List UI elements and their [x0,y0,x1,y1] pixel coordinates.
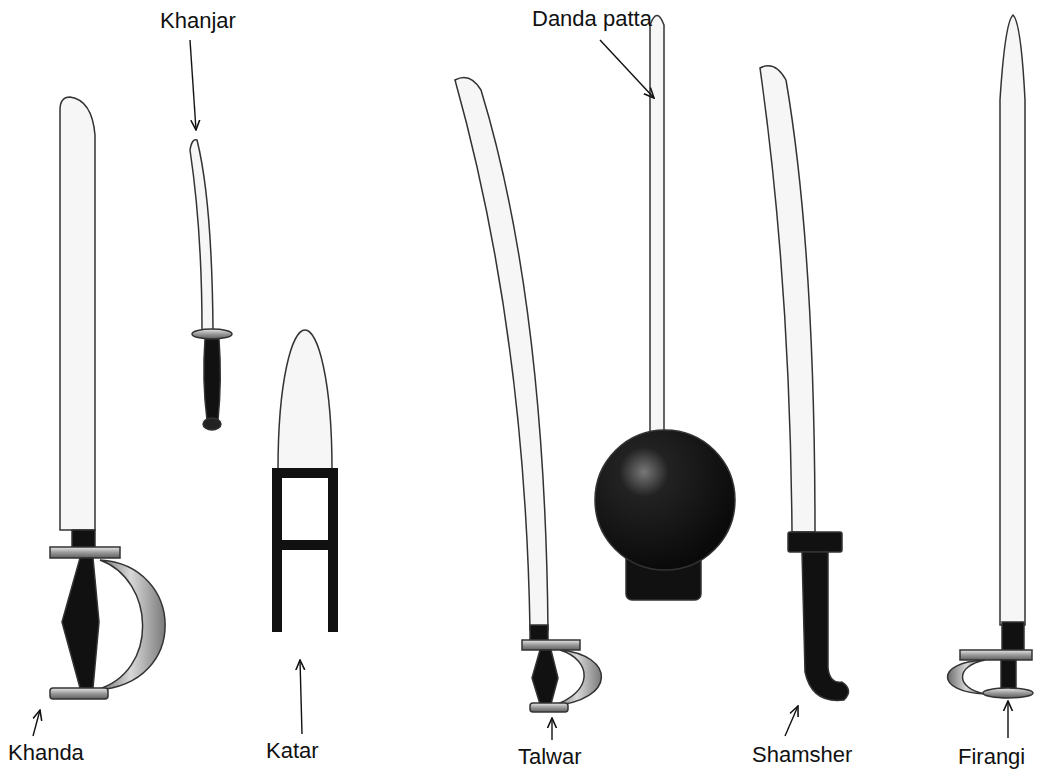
danda-patta-gauntlet [595,430,735,570]
talwar-blade [455,78,548,630]
khanda-blade [60,97,95,530]
sword-label: Talwar [518,744,582,770]
talwar-knuckle-guard [552,650,601,706]
talwar-guard [522,640,580,650]
leader-arrow [300,660,302,734]
leader-arrow [1007,701,1008,738]
khanjar-guard [192,329,232,339]
leader-arrow [600,40,654,98]
katar-bar [272,540,338,550]
shamsher-guard [788,532,842,552]
firangi-blade [1000,15,1025,625]
khanjar-pommel [203,418,221,430]
katar-blade [278,330,332,470]
sword-label: Danda patta [532,6,652,32]
khanda-knuckle-guard [96,560,165,690]
firangi-ricasso [1002,622,1024,650]
talwar-grip [532,650,558,704]
firangi-pommel [983,688,1033,698]
talwar-pommel [530,703,568,712]
khanda-pommel [50,688,108,699]
leader-arrow [190,40,196,130]
leader-arrows [33,40,1008,740]
sword-label: Katar [266,738,319,764]
leader-arrow [33,710,40,736]
talwar-ricasso [530,625,548,640]
shamsher-grip [802,552,849,700]
sword-label: Shamsher [752,742,852,768]
leader-arrow [551,718,552,740]
blades [50,15,1033,712]
leader-arrow [785,706,798,736]
danda-patta-blade [650,16,664,433]
sword-label: Khanjar [160,8,236,34]
firangi-guard [960,650,1032,660]
khanjar-grip [204,339,220,420]
sword-label: Firangi [958,744,1025,770]
khanda-guard [50,547,120,558]
katar-bar [272,468,338,478]
firangi-grip [1001,660,1016,690]
khanjar-blade [190,140,213,330]
shamsher-blade [760,66,815,532]
sword-label: Khanda [8,740,84,766]
firangi-knuckle-guard [948,660,986,694]
khanda-grip [62,558,99,688]
khanda-ricasso [72,530,95,548]
